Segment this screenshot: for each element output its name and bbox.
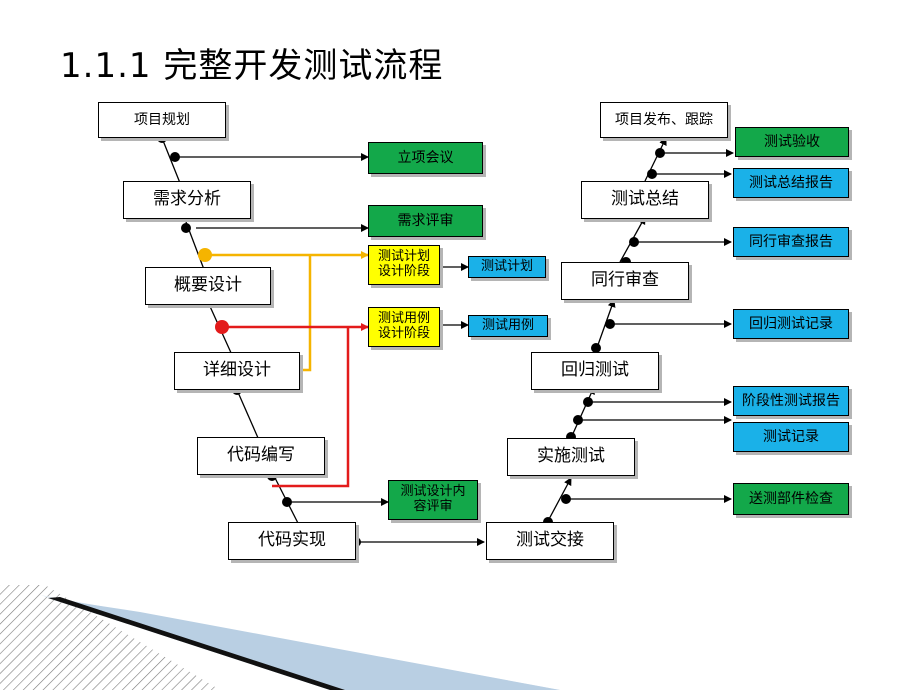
- output-requirement-review: 需求评审: [368, 205, 483, 237]
- output-test-cases: 测试用例: [468, 315, 548, 337]
- node-peer-review: 同行审查: [561, 262, 689, 300]
- node-project-planning: 项目规划: [98, 102, 226, 138]
- output-test-record: 测试记录: [733, 422, 849, 452]
- node-release-tracking: 项目发布、跟踪: [600, 102, 728, 138]
- output-submission-check: 送测部件检查: [733, 483, 849, 515]
- node-code-writing: 代码编写: [197, 437, 325, 475]
- node-detail-design: 详细设计: [174, 352, 300, 390]
- output-test-plan-stage: 测试计划 设计阶段: [368, 245, 440, 285]
- decorative-band: [0, 585, 560, 690]
- node-test-execution: 实施测试: [507, 438, 635, 476]
- output-acceptance: 测试验收: [735, 127, 849, 157]
- output-peer-review-report: 同行审查报告: [733, 227, 849, 257]
- node-requirement-analysis: 需求分析: [123, 181, 251, 219]
- output-test-plan: 测试计划: [468, 256, 546, 278]
- node-outline-design: 概要设计: [145, 267, 271, 305]
- node-test-handover: 测试交接: [486, 522, 614, 560]
- output-regression-record: 回归测试记录: [733, 309, 849, 339]
- output-test-case-stage: 测试用例 设计阶段: [368, 307, 440, 347]
- output-test-design-review: 测试设计内 容评审: [388, 480, 478, 520]
- node-code-implementation: 代码实现: [228, 522, 356, 560]
- output-phase-report: 阶段性测试报告: [733, 386, 849, 416]
- output-summary-report: 测试总结报告: [733, 168, 849, 198]
- node-regression-test: 回归测试: [531, 352, 659, 390]
- node-test-summary: 测试总结: [581, 181, 709, 219]
- output-kickoff-meeting: 立项会议: [368, 142, 483, 174]
- slide-title: 1.1.1 完整开发测试流程: [60, 46, 444, 86]
